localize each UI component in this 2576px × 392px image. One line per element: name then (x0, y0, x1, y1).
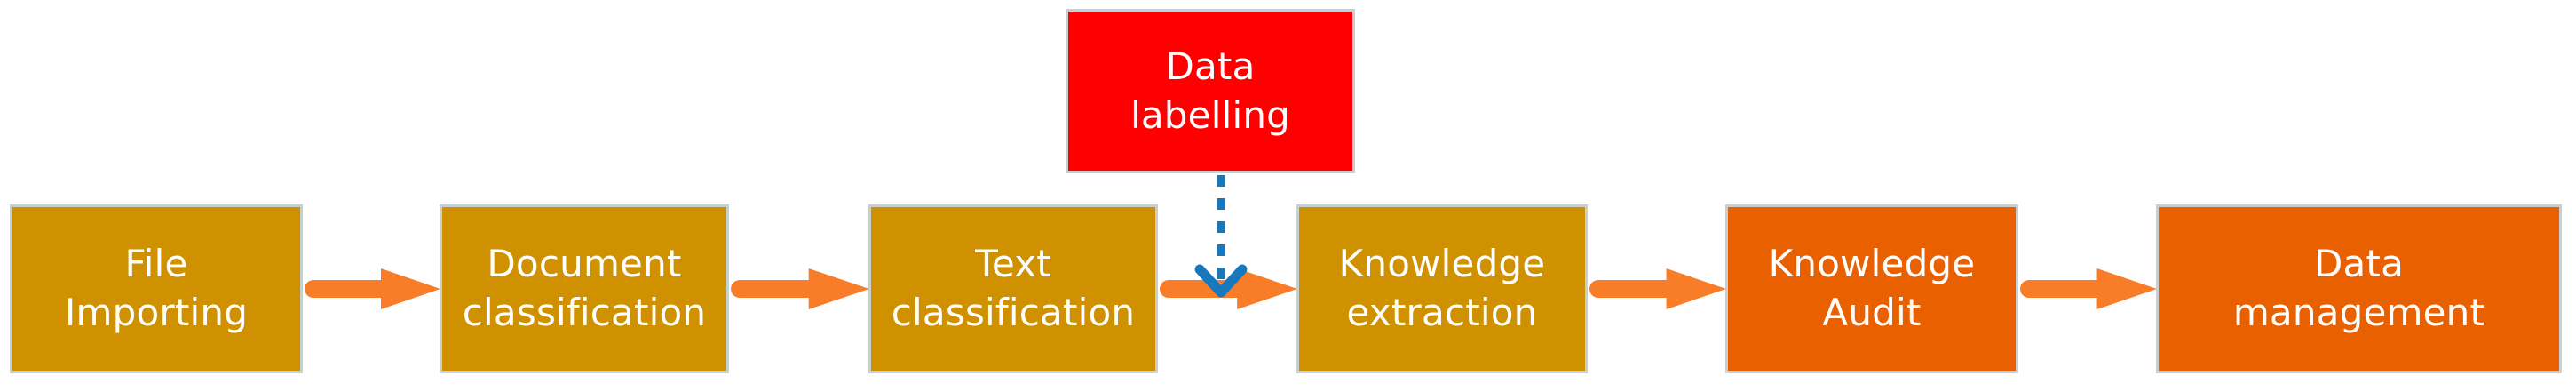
arrow-right-icon-2 (729, 268, 869, 309)
arrow-right-icon-5 (2018, 268, 2157, 309)
flow-node-text-classification[interactable]: Text classification (868, 204, 1158, 373)
flow-node-knowledge-audit[interactable]: Knowledge Audit (1725, 204, 2018, 373)
arrow-right-icon-4 (1588, 268, 1726, 309)
flow-node-data-management[interactable]: Data management (2156, 204, 2562, 373)
arrow-right-icon-1 (303, 268, 440, 309)
flow-node-document-classification[interactable]: Document classification (440, 204, 729, 373)
flow-node-knowledge-extraction[interactable]: Knowledge extraction (1296, 204, 1588, 373)
arrow-right-icon-3 (1158, 268, 1297, 309)
flow-node-data-labelling[interactable]: Data labelling (1066, 9, 1355, 173)
dashed-arrow-down-icon (1194, 173, 1248, 302)
flow-node-file-importing[interactable]: File Importing (10, 204, 303, 373)
